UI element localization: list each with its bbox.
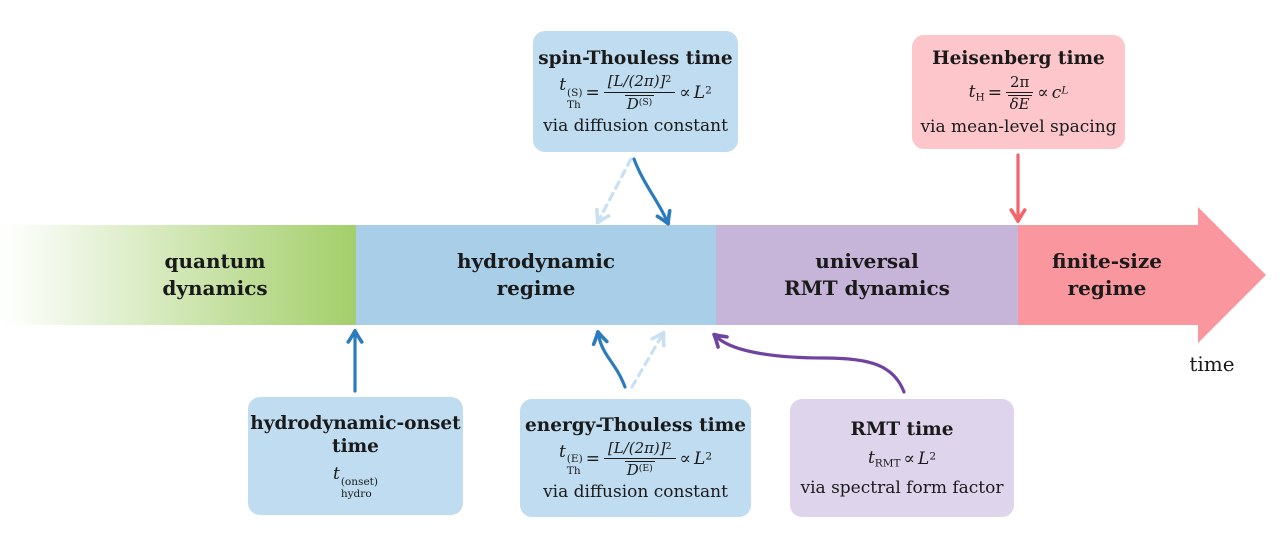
math-denominator: D <box>626 94 639 113</box>
label-line: regime <box>496 276 576 300</box>
spin-thouless-via: via diffusion constant <box>543 115 728 136</box>
energy-thouless-dashed-arrow <box>630 330 666 389</box>
rmt-title: RMT time <box>850 419 954 441</box>
energy-thouless-solid-arrow <box>591 330 627 389</box>
math-sup: (S) <box>638 96 653 108</box>
title-line: time <box>332 436 379 458</box>
math-numerator: 2π <box>1005 73 1034 93</box>
label-line: universal <box>815 249 919 273</box>
segment-universal-rmt <box>716 225 1018 325</box>
math-denominator: δE <box>1007 95 1032 113</box>
label-line: quantum <box>164 249 266 273</box>
math-numerator: [L/(2π)] <box>607 72 666 91</box>
math-propto: ∝ <box>903 449 916 470</box>
math-sub: hydro <box>340 487 372 500</box>
label-universal-rmt: universal RMT dynamics <box>716 225 1018 325</box>
math-var: t <box>968 82 976 103</box>
segment-quantum-dynamics <box>0 225 356 325</box>
energy-thouless-box: energy-Thouless time t(E)Th = [L/(2π)]2 … <box>520 399 751 517</box>
math-sup: (onset) <box>340 475 379 488</box>
spin-thouless-formula: t(S)Th = [L/(2π)]2 D(S) ∝ L2 <box>559 73 712 112</box>
spin-thouless-title: spin-Thouless time <box>538 48 733 70</box>
energy-thouless-via: via diffusion constant <box>543 482 728 503</box>
rmt-curved-arrow <box>712 332 906 394</box>
energy-thouless-formula: t(E)Th = [L/(2π)]2 D(E) ∝ L2 <box>558 438 713 479</box>
hydro-onset-title: hydrodynamic-onset time <box>250 412 460 458</box>
math-sup: (E) <box>638 462 653 474</box>
spin-thouless-box: spin-Thouless time t(S)Th = [L/(2π)]2 D(… <box>533 31 738 152</box>
math-var: t <box>558 441 566 462</box>
math-sup: 2 <box>665 74 672 86</box>
math-var: c <box>1051 83 1062 104</box>
label-line: hydrodynamic <box>456 249 616 273</box>
heisenberg-via: via mean-level spacing <box>920 117 1117 138</box>
math-equals: = <box>585 82 600 103</box>
math-sub: Th <box>567 98 581 111</box>
math-sup: 2 <box>665 440 672 452</box>
rmt-box: RMT time tRMT ∝ L2 via spectral form fac… <box>790 399 1014 517</box>
rmt-via: via spectral form factor <box>800 477 1004 498</box>
math-sup: L <box>1061 84 1069 97</box>
heisenberg-formula: tH = 2π δE ∝ cL <box>968 73 1069 113</box>
spin-thouless-solid-arrow <box>632 157 672 226</box>
math-fraction: 2π δE <box>1005 73 1034 113</box>
segment-finite-size-regime <box>1018 225 1198 325</box>
math-var: L <box>693 82 706 103</box>
math-propto: ∝ <box>679 449 692 470</box>
heisenberg-title: Heisenberg time <box>932 47 1105 69</box>
label-line: RMT dynamics <box>784 276 950 300</box>
label-line: finite-size <box>1052 249 1162 273</box>
spin-thouless-dashed-arrow <box>595 157 633 225</box>
label-quantum-dynamics: quantum dynamics <box>60 225 370 325</box>
math-var: t <box>332 464 340 485</box>
math-var: t <box>559 75 567 96</box>
math-fraction: [L/(2π)]2 D(S) <box>603 72 676 113</box>
label-hydrodynamic-regime: hydrodynamic regime <box>356 225 716 325</box>
math-sup: 2 <box>929 450 937 463</box>
math-var: L <box>918 449 930 470</box>
math-sub: H <box>975 92 985 105</box>
label-line: regime <box>1067 276 1147 300</box>
math-propto: ∝ <box>679 82 691 103</box>
hydro-onset-formula: t(onset)hydro <box>333 464 378 500</box>
math-denominator: D <box>626 461 639 479</box>
math-sup: (E) <box>566 453 583 465</box>
math-var: L <box>694 449 706 470</box>
energy-thouless-title: energy-Thouless time <box>524 414 747 436</box>
segment-hydrodynamic-regime <box>356 225 716 325</box>
math-sub: Th <box>566 465 581 478</box>
math-sup: (S) <box>567 86 583 99</box>
heisenberg-box: Heisenberg time tH = 2π δE ∝ cL via mean… <box>912 35 1125 149</box>
label-finite-size-regime: finite-size regime <box>1018 225 1196 325</box>
label-line: dynamics <box>162 276 268 300</box>
time-axis-label: time <box>1189 352 1235 376</box>
hydro-onset-box: hydrodynamic-onset time t(onset)hydro <box>248 397 463 515</box>
math-equals: = <box>987 83 1002 104</box>
math-numerator: [L/(2π)] <box>607 438 666 457</box>
title-line: hydrodynamic-onset <box>250 413 461 435</box>
timeline-arrowhead <box>1198 207 1266 343</box>
math-fraction: [L/(2π)]2 D(E) <box>603 438 676 479</box>
rmt-formula: tRMT ∝ L2 <box>868 448 936 470</box>
math-sub: RMT <box>874 458 901 471</box>
math-sup: 2 <box>705 450 713 463</box>
math-var: t <box>867 448 875 469</box>
math-sup: 2 <box>705 84 712 97</box>
math-equals: = <box>585 449 600 470</box>
math-propto: ∝ <box>1037 83 1049 104</box>
